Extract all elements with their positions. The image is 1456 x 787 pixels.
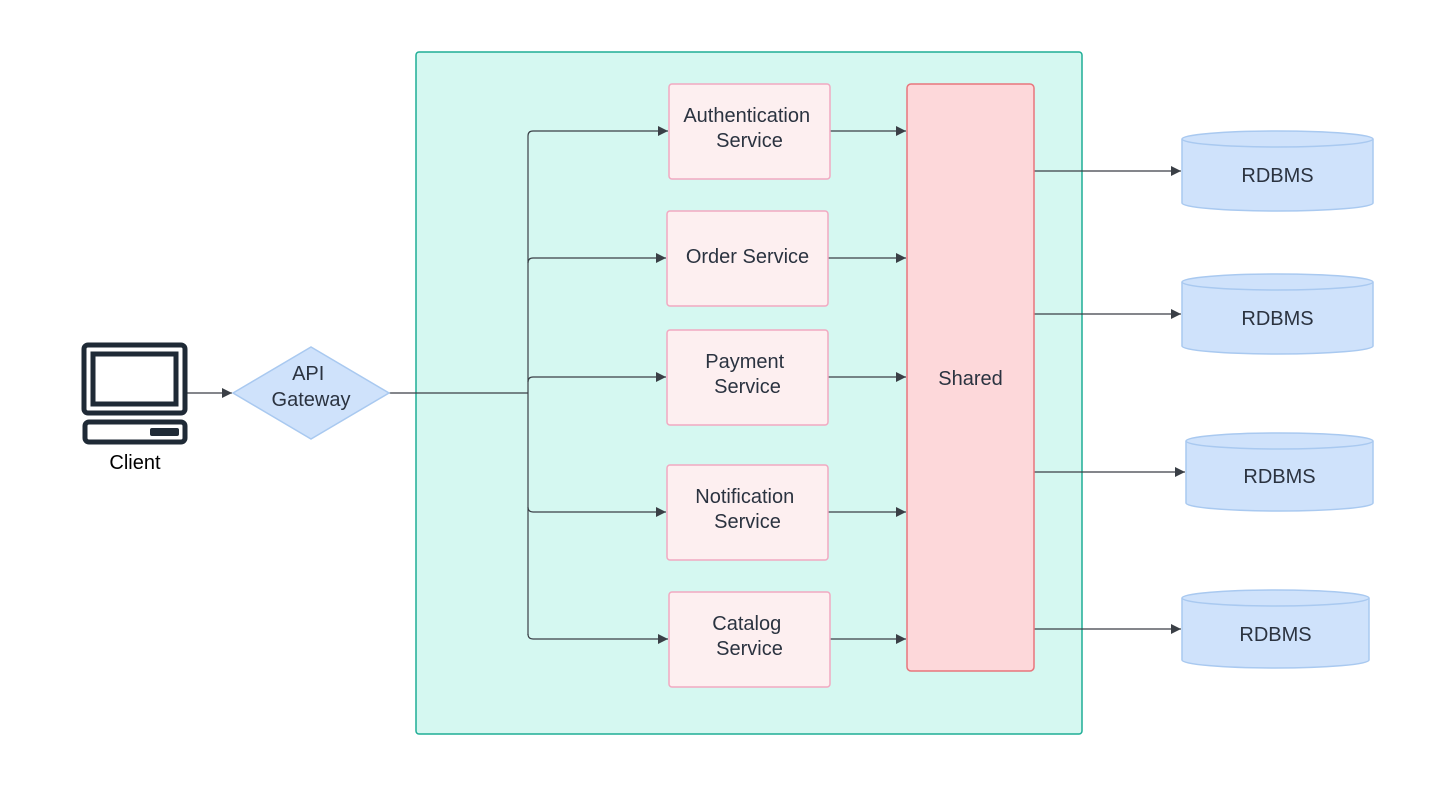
database-cylinder-3-rim	[1185, 440, 1374, 450]
database-label-3: RDBMS	[1243, 466, 1315, 488]
database-cylinder-1	[1181, 130, 1374, 212]
shared-label: Shared	[938, 368, 1003, 390]
edge-bus-to-auth	[527, 126, 668, 137]
service-label-catalog-line-2: Service	[716, 638, 783, 660]
service-box-payment	[666, 329, 829, 426]
shared-node: Shared	[906, 83, 1035, 672]
client-label: Client	[109, 452, 161, 474]
service-nodes: Authentication Service Order Service Pay…	[666, 83, 831, 688]
database-cylinder-4-rim	[1181, 597, 1370, 607]
service-box-auth	[668, 83, 831, 180]
database-cylinder-4	[1181, 589, 1370, 669]
service-label-payment-line-2: Service	[714, 376, 781, 398]
service-label-payment: Payment Service	[705, 351, 790, 398]
service-node-order: Order Service	[666, 210, 829, 307]
connections	[187, 126, 1185, 644]
service-box-catalog	[668, 591, 831, 688]
service-label-catalog: Catalog Service	[712, 613, 787, 660]
service-label-notification-line-1: Notification	[695, 486, 794, 508]
service-label-notification: Notification Service	[695, 486, 800, 533]
database-nodes: RDBMS RDBMS RDBMS RDBMS	[1181, 130, 1374, 669]
database-label-4: RDBMS	[1239, 624, 1311, 646]
database-cylinder-3	[1185, 432, 1374, 512]
database-cylinder-2	[1181, 273, 1374, 355]
database-node-2: RDBMS	[1181, 273, 1374, 355]
desktop-computer-icon	[81, 342, 188, 445]
service-label-auth-line-2: Service	[716, 130, 783, 152]
database-node-1: RDBMS	[1181, 130, 1374, 212]
api-gateway-label-line-2: Gateway	[272, 389, 351, 411]
service-label-auth: Authentication Service	[683, 105, 815, 152]
service-label-payment-line-1: Payment	[705, 351, 784, 373]
shared-box	[906, 83, 1035, 672]
edge-bus-to-payment	[527, 372, 666, 383]
api-gateway-label: API Gateway	[272, 363, 351, 411]
client-node: Client	[81, 342, 188, 474]
service-label-catalog-line-1: Catalog	[712, 613, 781, 635]
service-label-order: Order Service	[686, 246, 809, 268]
database-node-3: RDBMS	[1185, 432, 1374, 512]
edge-bus-to-notification	[527, 506, 666, 517]
service-label-auth-line-1: Authentication	[683, 105, 810, 127]
service-node-auth: Authentication Service	[668, 83, 831, 180]
edge-bus-to-catalog	[527, 633, 668, 644]
api-gateway-diamond	[231, 346, 391, 440]
database-cylinder-2-rim	[1181, 281, 1374, 291]
api-gateway-label-line-1: API	[292, 363, 324, 385]
service-box-notification	[666, 464, 829, 561]
service-label-order-line-1: Order Service	[686, 246, 809, 268]
service-node-payment: Payment Service	[666, 329, 829, 426]
database-label-2: RDBMS	[1241, 308, 1313, 330]
database-label-1: RDBMS	[1241, 165, 1313, 187]
service-node-catalog: Catalog Service	[668, 591, 831, 688]
database-node-4: RDBMS	[1181, 589, 1370, 669]
api-gateway-node: API Gateway	[231, 346, 391, 440]
service-box-order	[666, 210, 829, 307]
database-cylinder-1-rim	[1181, 138, 1374, 148]
service-label-notification-line-2: Service	[714, 511, 781, 533]
service-node-notification: Notification Service	[666, 464, 829, 561]
edge-bus-to-order	[527, 253, 666, 264]
